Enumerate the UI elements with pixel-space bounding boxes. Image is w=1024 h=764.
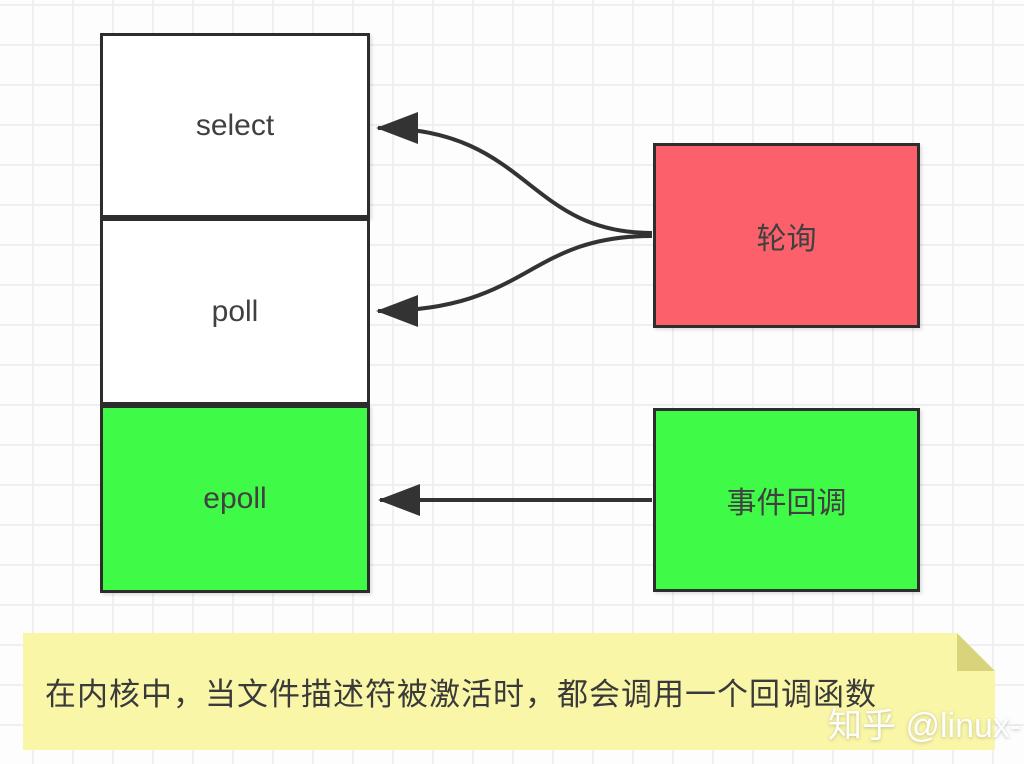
- watermark: 知乎 @linux-: [828, 707, 1022, 745]
- note-text: 在内核中，当文件描述符被激活时，都会调用一个回调函数: [45, 677, 877, 712]
- node-select: select: [100, 33, 370, 218]
- edge-polling-to-select: [376, 112, 653, 235]
- node-poll: poll: [100, 218, 370, 405]
- node-poll-label: poll: [211, 294, 259, 328]
- node-epoll-label: epoll: [203, 482, 267, 515]
- node-polling: 轮询: [653, 143, 920, 328]
- node-select-label: select: [195, 108, 275, 142]
- node-polling-label: 轮询: [756, 222, 817, 256]
- node-event-callback-label: 事件回调: [726, 487, 847, 520]
- node-event-callback: 事件回调: [653, 408, 920, 592]
- edge-polling-to-poll: [376, 234, 653, 327]
- note-fold-corner-icon: [957, 633, 995, 671]
- sticky-note: 在内核中，当文件描述符被激活时，都会调用一个回调函数: [23, 633, 995, 750]
- node-epoll: epoll: [100, 405, 370, 593]
